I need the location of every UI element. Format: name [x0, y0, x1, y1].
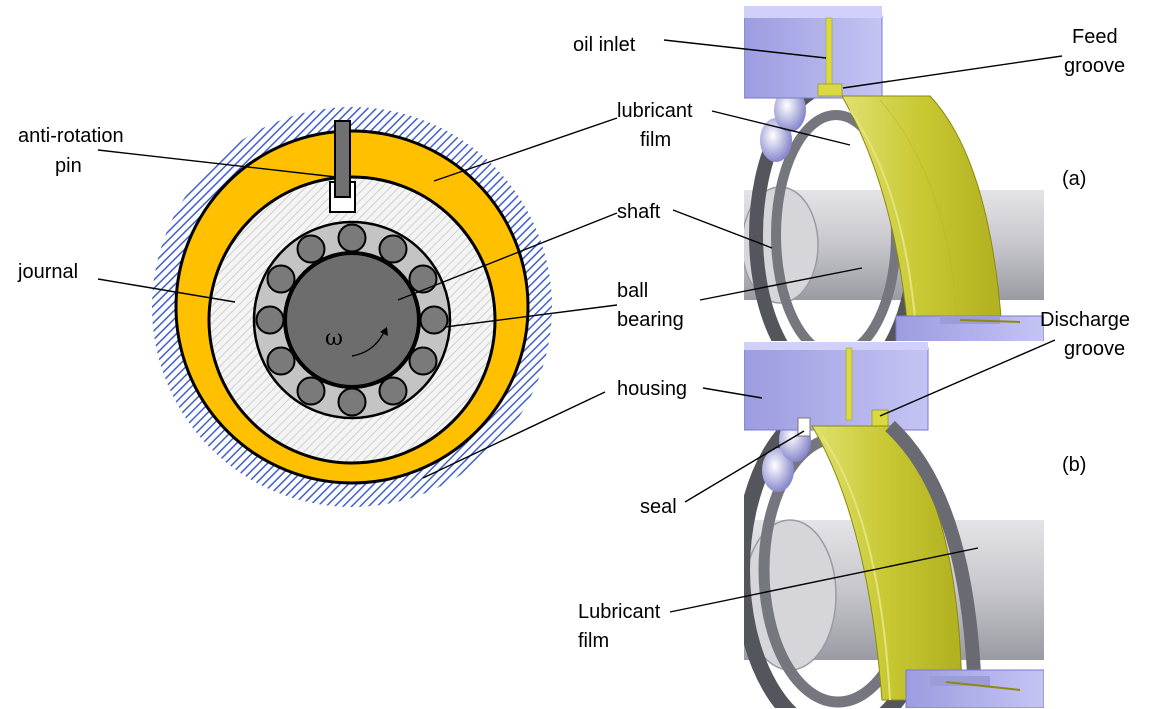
label-anti-rotation: anti-rotation [18, 125, 124, 147]
leader-shaft-3d [672, 209, 773, 249]
tag-b: (b) [1062, 454, 1086, 476]
leader-seal [684, 430, 805, 503]
label-lubricant-b: Lubricant [578, 601, 661, 623]
label-feed: Feed [1072, 26, 1118, 48]
render-view-a [744, 6, 1044, 341]
label-pin: pin [55, 155, 82, 177]
label-bearing: bearing [617, 309, 684, 331]
label-journal: journal [17, 261, 78, 283]
leader-housing-left [422, 391, 606, 479]
cross-section-view: ω anti-rotation pin journal [17, 107, 552, 507]
label-seal: seal [640, 496, 677, 518]
ball [337, 387, 367, 417]
leader-oil-inlet [663, 39, 827, 59]
ball [378, 234, 408, 264]
ball [337, 223, 367, 253]
shaft [283, 251, 421, 389]
rotation-arrowhead [380, 327, 388, 336]
oil-inlet-b [845, 347, 853, 421]
leader-pin [97, 149, 337, 178]
leader-lubricant-ring [433, 117, 618, 182]
label-film-a: film [640, 129, 671, 151]
housing-bottom-b [905, 669, 1044, 708]
tag-a: (a) [1062, 168, 1086, 190]
discharge-groove-b [871, 409, 889, 427]
leader-lubricant-a [711, 110, 851, 146]
label-ball: ball [617, 280, 648, 302]
label-film-b: film [578, 630, 609, 652]
anti-rotation-pin [334, 120, 351, 198]
leader-bearing-3d [699, 267, 863, 301]
oil-inlet-a [825, 17, 833, 89]
leader-journal [97, 278, 236, 303]
ball [266, 264, 296, 294]
label-housing: housing [617, 378, 687, 400]
ball [266, 346, 296, 376]
label-discharge-groove: groove [1064, 338, 1125, 360]
leader-lubricant-b [669, 547, 979, 613]
housing-top-b [744, 347, 929, 431]
ball [296, 234, 326, 264]
ball [408, 264, 438, 294]
leader-discharge-groove [879, 339, 1056, 417]
ball [296, 376, 326, 406]
ball-set [255, 223, 449, 417]
label-lubricant-a: lubricant [617, 100, 693, 122]
leader-shaft-left [397, 212, 618, 301]
ball [255, 305, 285, 335]
label-feed-groove: groove [1064, 55, 1125, 77]
ball [419, 305, 449, 335]
label-layer: oil inlet Feed groove lubricant film (a)… [397, 26, 1130, 652]
label-shaft: shaft [617, 201, 661, 223]
leader-bearing-left [444, 304, 618, 328]
render-view-b [744, 342, 1044, 708]
leader-housing-3d [702, 387, 763, 399]
omega-symbol: ω [325, 326, 343, 351]
seal-b [797, 417, 811, 437]
ball [378, 376, 408, 406]
label-oil-inlet: oil inlet [573, 34, 636, 56]
label-discharge: Discharge [1040, 309, 1130, 331]
feed-groove-a [817, 83, 843, 97]
ball [408, 346, 438, 376]
leader-feed-groove [842, 55, 1063, 89]
